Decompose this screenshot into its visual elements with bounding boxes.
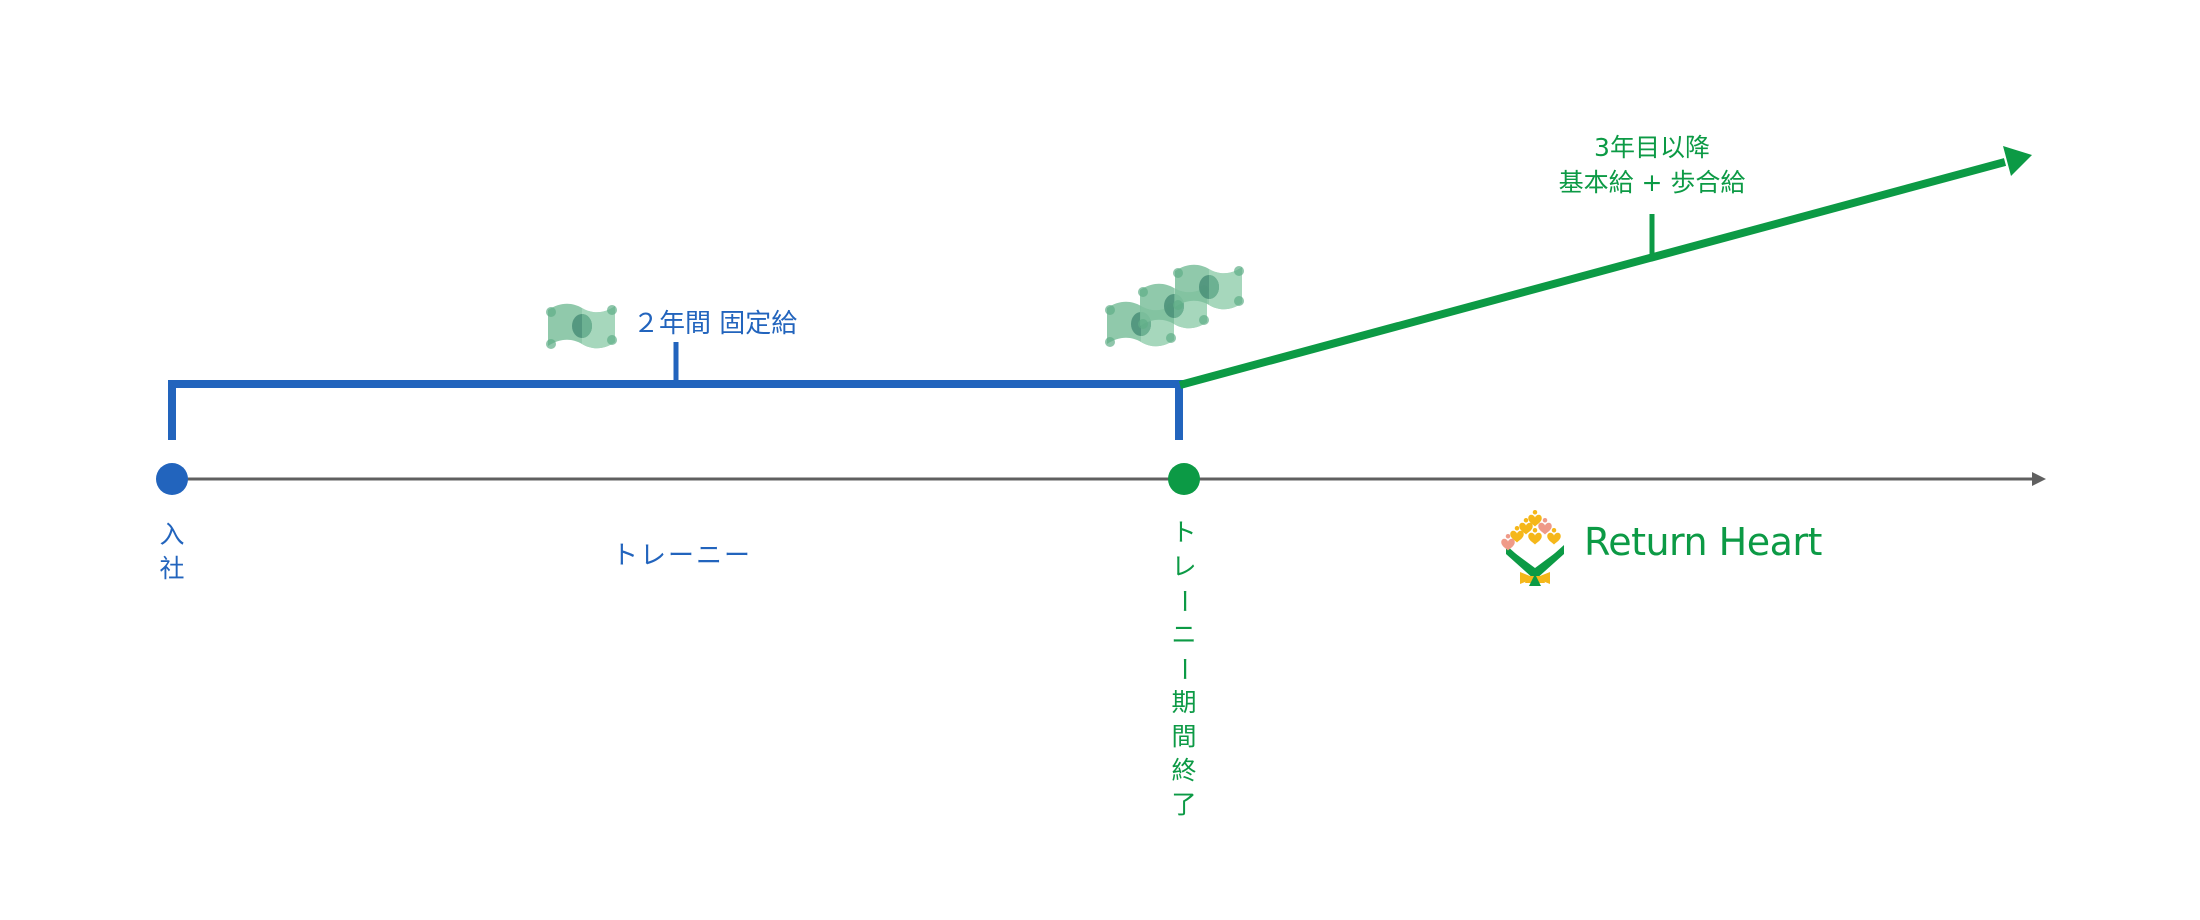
after-trainee-label-line2: 基本給 + 歩合給: [1558, 168, 1746, 197]
trainee-end-label-char: ニ: [1171, 620, 1197, 649]
trainee-period-label: トレーニー: [612, 541, 753, 571]
trainee-end-milestone-dot: [1168, 463, 1200, 495]
trainee-end-label-char: 間: [1171, 722, 1197, 751]
money-stack-icon: [1105, 264, 1244, 347]
trainee-end-label-char: ト: [1171, 518, 1197, 547]
trainee-end-label-char: 終: [1171, 756, 1197, 785]
trainee-end-label-char: ー: [1169, 588, 1199, 614]
trainee-end-label-char: ー: [1169, 656, 1199, 682]
growth-arrowhead-icon: [2003, 146, 2032, 176]
join-label-char: 入: [159, 520, 185, 549]
money-bill-icon: [546, 303, 617, 349]
growth-arrow-line: [1178, 158, 2007, 389]
trainee-end-label: ト レ ー ニ ー 期 間 終 了: [1168, 516, 1200, 822]
join-label-char: 社: [159, 554, 185, 583]
after-trainee-label: 3年目以降 基本給 + 歩合給: [1550, 130, 1754, 200]
heart-tree-logo-icon: [1501, 510, 1565, 586]
fixed-salary-label: ２年間 固定給: [633, 309, 798, 339]
fixed-salary-bracket: [168, 380, 1183, 440]
logo-text: Return Heart: [1584, 520, 1822, 564]
join-label: 入 社: [158, 518, 186, 586]
trainee-end-label-char: 期: [1171, 688, 1197, 717]
trainee-end-label-char: レ: [1171, 552, 1197, 581]
after-trainee-label-line1: 3年目以降: [1594, 133, 1710, 162]
trainee-end-label-char: 了: [1171, 790, 1197, 819]
axis-arrowhead-icon: [2032, 472, 2046, 486]
join-milestone-dot: [156, 463, 188, 495]
